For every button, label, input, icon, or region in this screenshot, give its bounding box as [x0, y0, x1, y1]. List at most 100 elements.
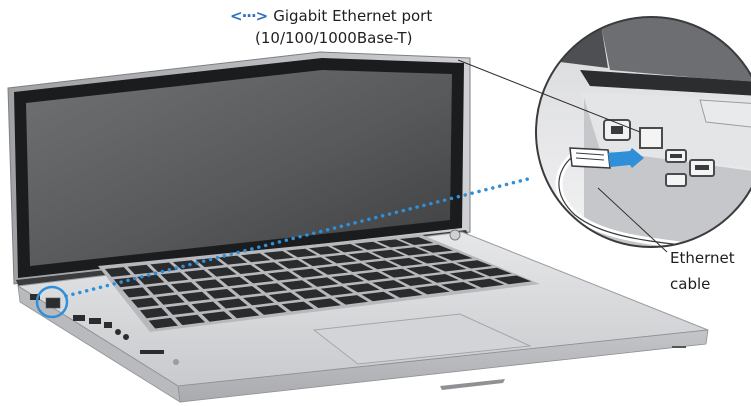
usb-port-1 — [73, 315, 85, 321]
keyboard-key — [399, 237, 434, 245]
keyboard-key — [423, 274, 459, 283]
port-label-line1: <···> Gigabit Ethernet port — [230, 6, 432, 26]
keyboard-key — [217, 298, 248, 309]
keyboard-key — [418, 244, 453, 253]
keyboard-key — [175, 314, 206, 326]
keyboard-key — [324, 254, 357, 264]
keyboard-key — [372, 280, 407, 290]
keyboard-key — [146, 284, 175, 295]
keyboard-key — [494, 275, 532, 285]
trackpad — [312, 313, 532, 365]
port-highlight-ring — [35, 285, 69, 319]
keyboard-key — [267, 271, 299, 281]
keyboard-key — [475, 267, 512, 277]
keyboard-key — [348, 252, 381, 261]
keyboard-key — [308, 298, 341, 308]
keyboard-key — [268, 292, 301, 303]
keyboard-key — [230, 264, 261, 274]
keyboard-key — [395, 247, 429, 256]
keyboard-key — [170, 282, 200, 292]
keyboard-key — [334, 295, 369, 305]
keyboard-key — [346, 283, 380, 293]
sd-slot — [140, 350, 164, 354]
keyboard-key — [364, 260, 399, 270]
keyboard-key — [398, 277, 433, 286]
keyboard-key — [340, 263, 374, 272]
keyboard-key — [148, 317, 178, 329]
keyboard-key — [256, 283, 288, 293]
audio-port-1 — [115, 329, 121, 335]
port-label-text: Gigabit Ethernet port — [273, 7, 433, 25]
keyboard-key — [286, 248, 317, 258]
keyboard-key — [389, 257, 423, 267]
keyboard-key — [381, 268, 416, 278]
keyboard-key — [255, 304, 287, 315]
keyboard-key — [281, 280, 313, 290]
keyboard-key — [219, 276, 249, 287]
port-label-line2: (10/100/1000Base-T) — [255, 29, 413, 47]
cable-leader-line — [597, 187, 668, 253]
magsafe-port — [30, 294, 40, 300]
keyboard-key — [181, 291, 211, 302]
keyboard-key — [160, 272, 189, 282]
keyboard-key — [228, 308, 260, 319]
keyboard — [104, 237, 532, 329]
keyboard-key — [306, 277, 339, 287]
keyboard-key — [243, 274, 274, 284]
keyboard-key — [356, 271, 390, 281]
port-leader-line — [457, 59, 641, 133]
keyboard-key — [207, 267, 237, 277]
firewire-port — [104, 322, 112, 328]
keyboard-key — [281, 301, 314, 312]
keyboard-key — [376, 239, 411, 248]
usb-port-2 — [89, 318, 101, 324]
keyboard-key — [308, 246, 341, 255]
battery-indicator — [173, 359, 179, 365]
audio-port-2 — [123, 334, 129, 340]
keyboard-key — [137, 274, 165, 285]
keyboard-key — [414, 285, 450, 295]
insert-arrow-icon — [608, 148, 644, 168]
keyboard-key — [277, 259, 309, 269]
keyboard-key — [316, 265, 349, 275]
keyboard-key — [206, 289, 236, 299]
zoom-ethernet-port — [639, 127, 663, 149]
keyboard-key — [122, 287, 150, 298]
keyboard-key — [231, 286, 262, 296]
keyboard-key — [413, 255, 448, 264]
keyboard-key — [437, 252, 473, 261]
dotted-connector — [64, 176, 534, 298]
keyboard-key — [331, 274, 365, 284]
keyboard-key — [361, 291, 396, 302]
keyboard-key — [406, 265, 441, 275]
keyboard-key — [294, 289, 327, 299]
keyboard-key — [127, 264, 155, 275]
cable-label-line1: Ethernet — [670, 249, 735, 267]
keyboard-key — [165, 304, 195, 315]
ethernet-port-small — [45, 297, 61, 309]
keyboard-key — [456, 260, 493, 269]
keyboard-key — [354, 241, 387, 250]
keyboard-key — [139, 307, 169, 319]
side-ports — [30, 294, 179, 365]
keyboard-key — [172, 260, 201, 270]
zoom-callout — [535, 16, 751, 248]
front-notch — [440, 379, 505, 390]
sleep-indicator — [672, 346, 686, 348]
keyboard-key — [195, 279, 225, 289]
cable-label-line2: cable — [670, 275, 711, 293]
keyboard-key — [156, 294, 185, 305]
keyboard-key — [320, 286, 354, 296]
keyboard-key — [449, 270, 486, 280]
keyboard-key — [441, 282, 477, 291]
keyboard-key — [431, 263, 467, 272]
keyboard-key — [243, 295, 275, 306]
keyboard-key — [331, 244, 364, 253]
keyboard-key — [371, 249, 405, 259]
ethernet-arrows-icon: <···> — [230, 7, 268, 25]
keyboard-key — [254, 262, 285, 272]
keyboard-key — [104, 267, 131, 277]
keyboard-key — [184, 269, 213, 280]
keyboard-key — [240, 253, 271, 263]
keyboard-key — [201, 311, 233, 322]
